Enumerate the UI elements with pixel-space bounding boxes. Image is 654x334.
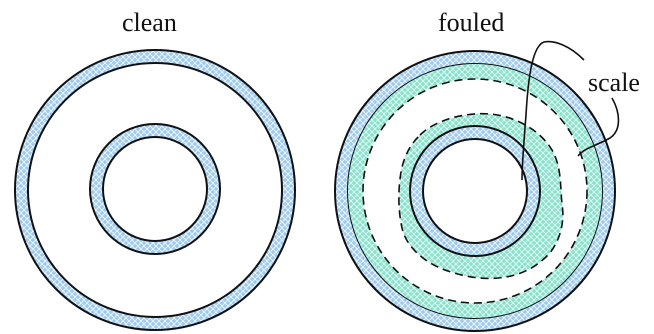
fouled-outer-scale-boundary [362,78,588,304]
clean-outer-edge [14,49,296,331]
fouled-label: fouled [438,8,504,37]
clean-pipe [0,40,310,334]
fouled-pipe [325,45,630,334]
fouled-inner-scale-boundary [398,112,564,280]
clean-outer-inner-edge [27,62,283,318]
clean-label: clean [122,8,177,37]
clean-inner-outer-edge [89,123,221,255]
scale-leader-to-outer [577,97,620,157]
scale-leader-to-inner [521,40,585,181]
fouled-inner-outer-edge [409,125,541,257]
clean-inner-inner-edge [102,136,208,242]
fouled-inner-inner-edge [422,138,528,244]
